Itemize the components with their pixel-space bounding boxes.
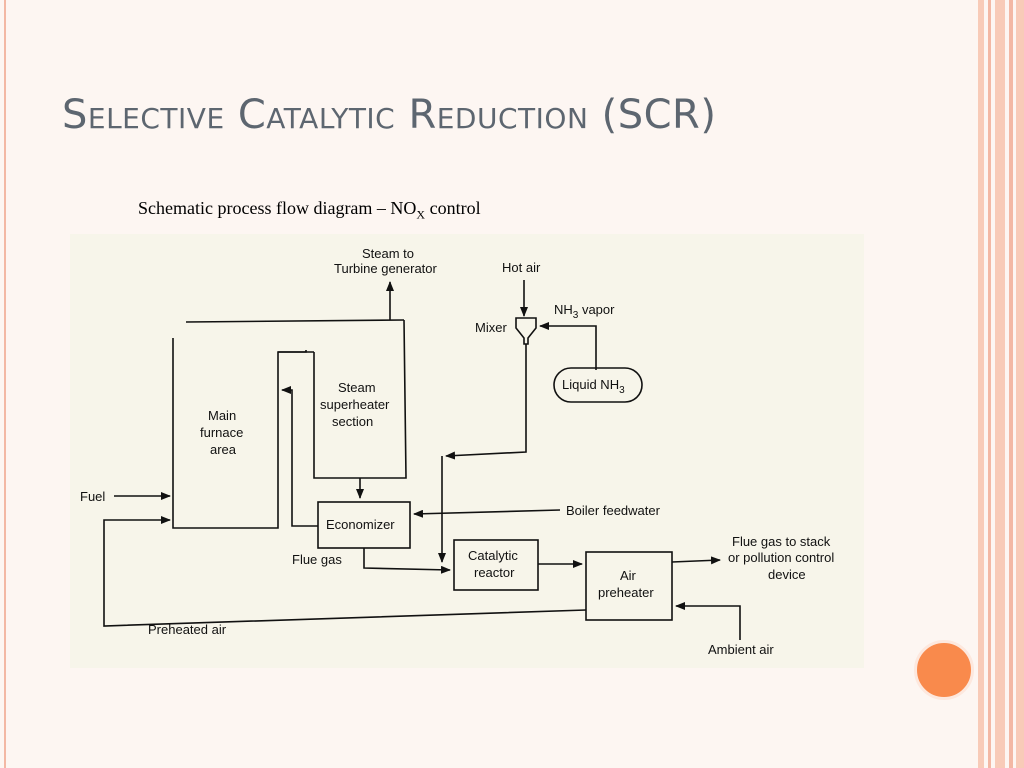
steam-superheater-label-3: section bbox=[332, 414, 373, 429]
nh3-vapor-subscript: 3 bbox=[573, 310, 579, 321]
nh3-vapor-tail: vapor bbox=[578, 302, 615, 317]
catalytic-reactor-label-1: Catalytic bbox=[468, 548, 518, 563]
liquid-nh3-tank bbox=[553, 367, 643, 403]
ambient-air-arrow bbox=[675, 602, 741, 640]
slide-left-border bbox=[4, 0, 6, 768]
liquid-nh3-subscript: 3 bbox=[619, 385, 625, 396]
slide-title: Selective Catalytic Reduction (SCR) bbox=[62, 92, 717, 138]
decorative-orange-dot bbox=[914, 640, 974, 700]
liquid-nh3-text: Liquid NH bbox=[562, 377, 619, 392]
caption-subscript: X bbox=[416, 207, 426, 222]
right-decoration-stripe bbox=[978, 0, 984, 768]
flue-gas-label: Flue gas bbox=[292, 552, 342, 567]
turbine-generator-label: Turbine generator bbox=[334, 261, 438, 276]
flue-gas-line bbox=[363, 548, 451, 574]
right-decoration-stripe bbox=[1009, 0, 1013, 768]
mixer-label: Mixer bbox=[475, 320, 507, 335]
flue-gas-stack-label-3: device bbox=[768, 567, 806, 582]
caption-text: Schematic process flow diagram – NO bbox=[138, 198, 417, 218]
nh3-vapor-text: NH bbox=[554, 302, 573, 317]
steam-superheater-label-1: Steam bbox=[338, 380, 376, 395]
hot-air-label: Hot air bbox=[502, 260, 541, 275]
steam-superheater-label-2: superheater bbox=[320, 397, 390, 412]
flue-gas-stack-arrow bbox=[671, 556, 721, 565]
flue-gas-stack-label-1: Flue gas to stack bbox=[732, 534, 831, 549]
air-preheater-box bbox=[585, 551, 673, 621]
flue-gas-stack-label-2: or pollution control bbox=[728, 550, 834, 565]
main-furnace-label-3: area bbox=[210, 442, 237, 457]
furnace-top-line bbox=[185, 319, 405, 323]
caption-tail: control bbox=[425, 198, 481, 218]
ambient-air-label: Ambient air bbox=[708, 642, 774, 657]
air-preheater-label-2: preheater bbox=[598, 585, 654, 600]
liquid-nh3-label: Liquid NH3 bbox=[562, 377, 625, 396]
main-furnace-label-1: Main bbox=[208, 408, 236, 423]
process-flow-diagram: Steam to Turbine generator Hot air Mixer… bbox=[70, 234, 864, 668]
superheater-return-arrow bbox=[281, 386, 318, 527]
catalytic-reactor-box bbox=[453, 539, 539, 591]
nh3-vapor-label: NH3 vapor bbox=[554, 302, 615, 321]
steam-to-label: Steam to bbox=[362, 246, 414, 261]
ammonia-line bbox=[445, 344, 527, 460]
diagram-svg: Steam to Turbine generator Hot air Mixer… bbox=[80, 246, 834, 657]
right-decoration-stripe bbox=[995, 0, 1005, 768]
right-decoration-stripe bbox=[988, 0, 991, 768]
boiler-feedwater-label: Boiler feedwater bbox=[566, 503, 661, 518]
fuel-label: Fuel bbox=[80, 489, 105, 504]
catalytic-reactor-label-2: reactor bbox=[474, 565, 515, 580]
nh3-vapor-arrow bbox=[539, 322, 597, 370]
preheated-air-label: Preheated air bbox=[148, 622, 227, 637]
right-decoration-stripe bbox=[1016, 0, 1024, 768]
economizer-label: Economizer bbox=[326, 517, 395, 532]
main-furnace-label-2: furnace bbox=[200, 425, 243, 440]
mixer-shape bbox=[515, 317, 537, 345]
boiler-feedwater-arrow bbox=[413, 509, 561, 518]
diagram-caption: Schematic process flow diagram – NOX con… bbox=[138, 198, 481, 223]
preheated-air-line bbox=[103, 516, 587, 627]
air-preheater-label-1: Air bbox=[620, 568, 637, 583]
